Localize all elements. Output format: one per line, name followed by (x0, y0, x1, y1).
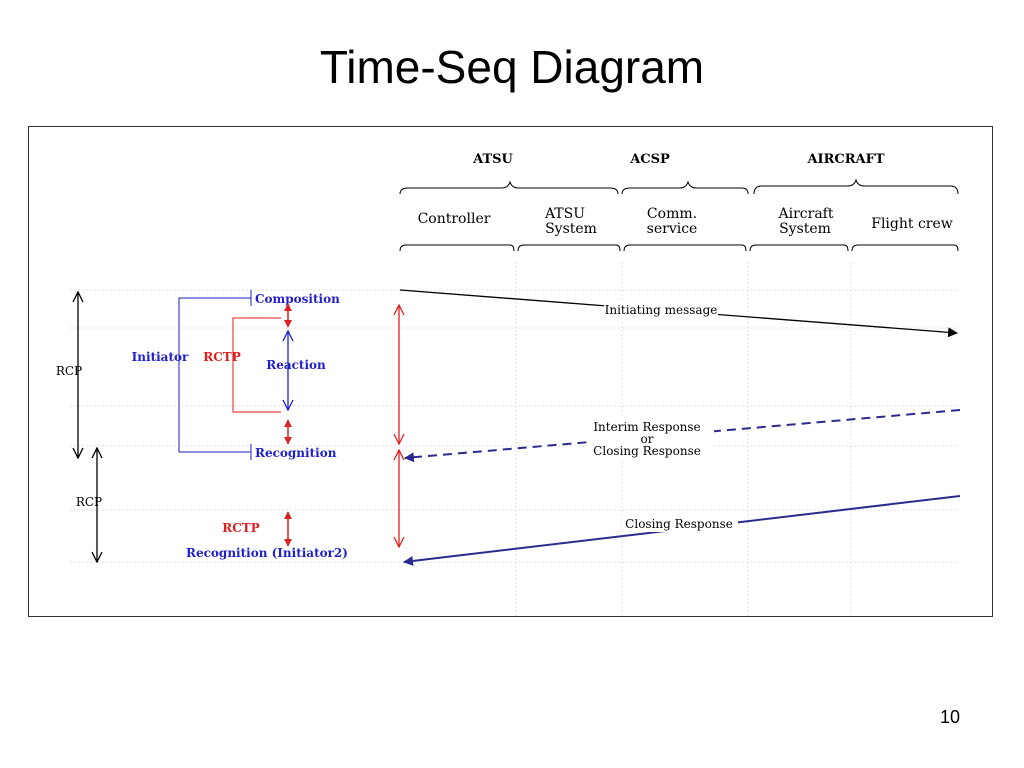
rcp-label-2: RCP (76, 495, 102, 509)
rcp-label-1: RCP (56, 364, 82, 378)
role-atsu-system-line2: System (545, 221, 597, 237)
initiator-bracket (178, 290, 252, 460)
role-controller: Controller (418, 211, 491, 227)
role-aircraft-system-line2: System (779, 221, 831, 237)
interim-response-label-line3: Closing Response (593, 444, 701, 458)
recognition-initiator2-label: Recognition (Initiator2) (186, 546, 348, 560)
role-aircraft-system-line1: Aircraft (778, 206, 834, 222)
closing-response-label: Closing Response (625, 517, 733, 531)
rctp-bracket (232, 317, 281, 413)
initiator-label: Initiator (132, 350, 189, 364)
group-label-aircraft: AIRCRAFT (806, 152, 884, 167)
role-atsu-system-line1: ATSU (544, 206, 585, 222)
rctp-label-2: RCTP (222, 521, 259, 535)
page-number: 10 (939, 707, 961, 727)
group-label-acsp: ACSP (629, 152, 670, 167)
composition-label: Composition (255, 292, 340, 306)
group-label-atsu: ATSU (472, 152, 513, 167)
interim-response-label-line1: Interim Response (593, 420, 700, 434)
initiating-message-label: Initiating message (605, 303, 718, 317)
role-brackets (399, 244, 959, 252)
role-comm-service-line2: service (647, 221, 698, 237)
group-braces (399, 178, 959, 195)
role-comm-service-line1: Comm. (647, 206, 697, 222)
timeline-guides (70, 289, 958, 563)
rctp-label-1: RCTP (203, 350, 240, 364)
diagram-frame (28, 126, 993, 617)
interim-response-label-line2: or (641, 432, 654, 446)
recognition-label: Recognition (255, 446, 337, 460)
reaction-label: Reaction (266, 358, 326, 372)
role-flight-crew: Flight crew (871, 216, 953, 232)
slide-title: Time-Seq Diagram (319, 41, 705, 93)
